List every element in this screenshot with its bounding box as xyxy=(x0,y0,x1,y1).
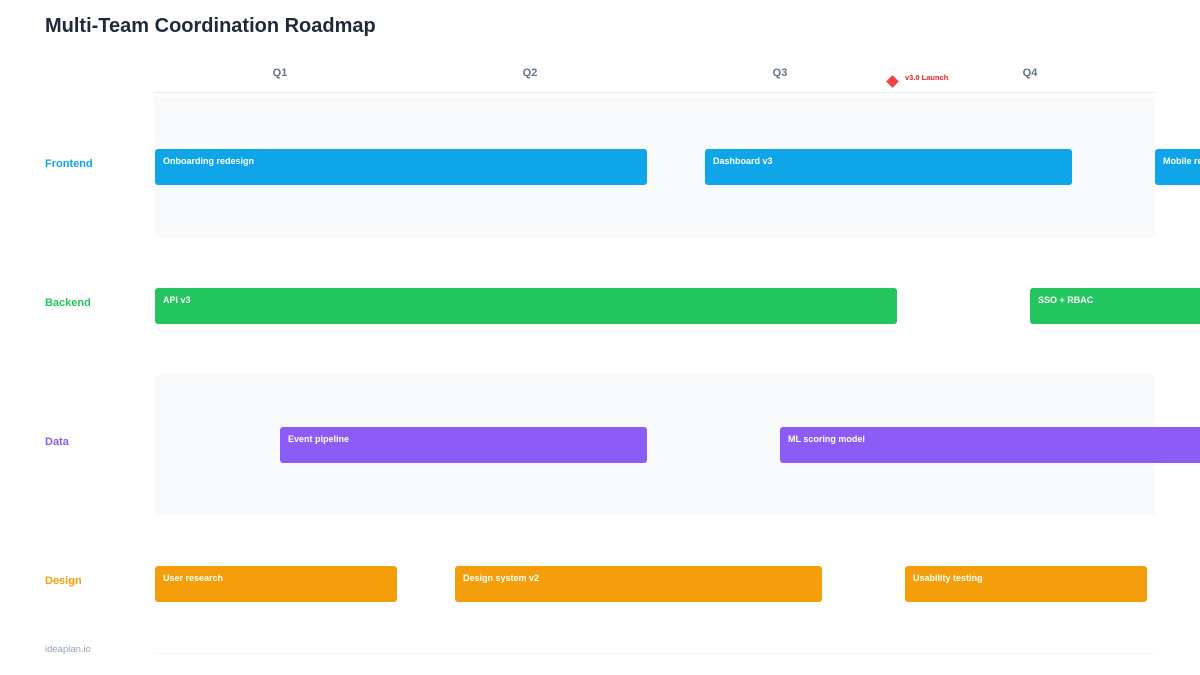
roadmap-bar-mobile[interactable]: Mobile re xyxy=(1155,149,1200,185)
roadmap-bar-ml-scoring-model[interactable]: ML scoring model xyxy=(780,427,1200,463)
team-label-data: Data xyxy=(45,436,69,448)
roadmap-bar-sso-rbac[interactable]: SSO + RBAC xyxy=(1030,288,1200,324)
quarter-label-q3: Q3 xyxy=(772,67,788,79)
team-label-backend: Backend xyxy=(45,297,91,309)
footer-divider xyxy=(155,653,1155,654)
brand-watermark[interactable]: ideaplan.io xyxy=(45,644,91,655)
roadmap-bar-event-pipeline[interactable]: Event pipeline xyxy=(280,427,647,463)
milestone-label: v3.0 Launch xyxy=(905,73,949,82)
roadmap-bar-usability-testing[interactable]: Usability testing xyxy=(905,566,1147,602)
header-divider xyxy=(155,92,1155,93)
roadmap-bar-design-system-v2[interactable]: Design system v2 xyxy=(455,566,822,602)
roadmap-bar-user-research[interactable]: User research xyxy=(155,566,397,602)
page-title: Multi-Team Coordination Roadmap xyxy=(45,15,376,37)
roadmap-bar-onboarding-redesign[interactable]: Onboarding redesign xyxy=(155,149,647,185)
quarter-label-q1: Q1 xyxy=(272,67,288,79)
milestone-diamond-icon[interactable] xyxy=(886,75,899,88)
roadmap-bar-dashboard-v3[interactable]: Dashboard v3 xyxy=(705,149,1072,185)
team-label-design: Design xyxy=(45,575,82,587)
roadmap-bar-api-v3[interactable]: API v3 xyxy=(155,288,897,324)
quarter-label-q4: Q4 xyxy=(1022,67,1038,79)
team-label-frontend: Frontend xyxy=(45,158,93,170)
quarter-label-q2: Q2 xyxy=(522,67,538,79)
